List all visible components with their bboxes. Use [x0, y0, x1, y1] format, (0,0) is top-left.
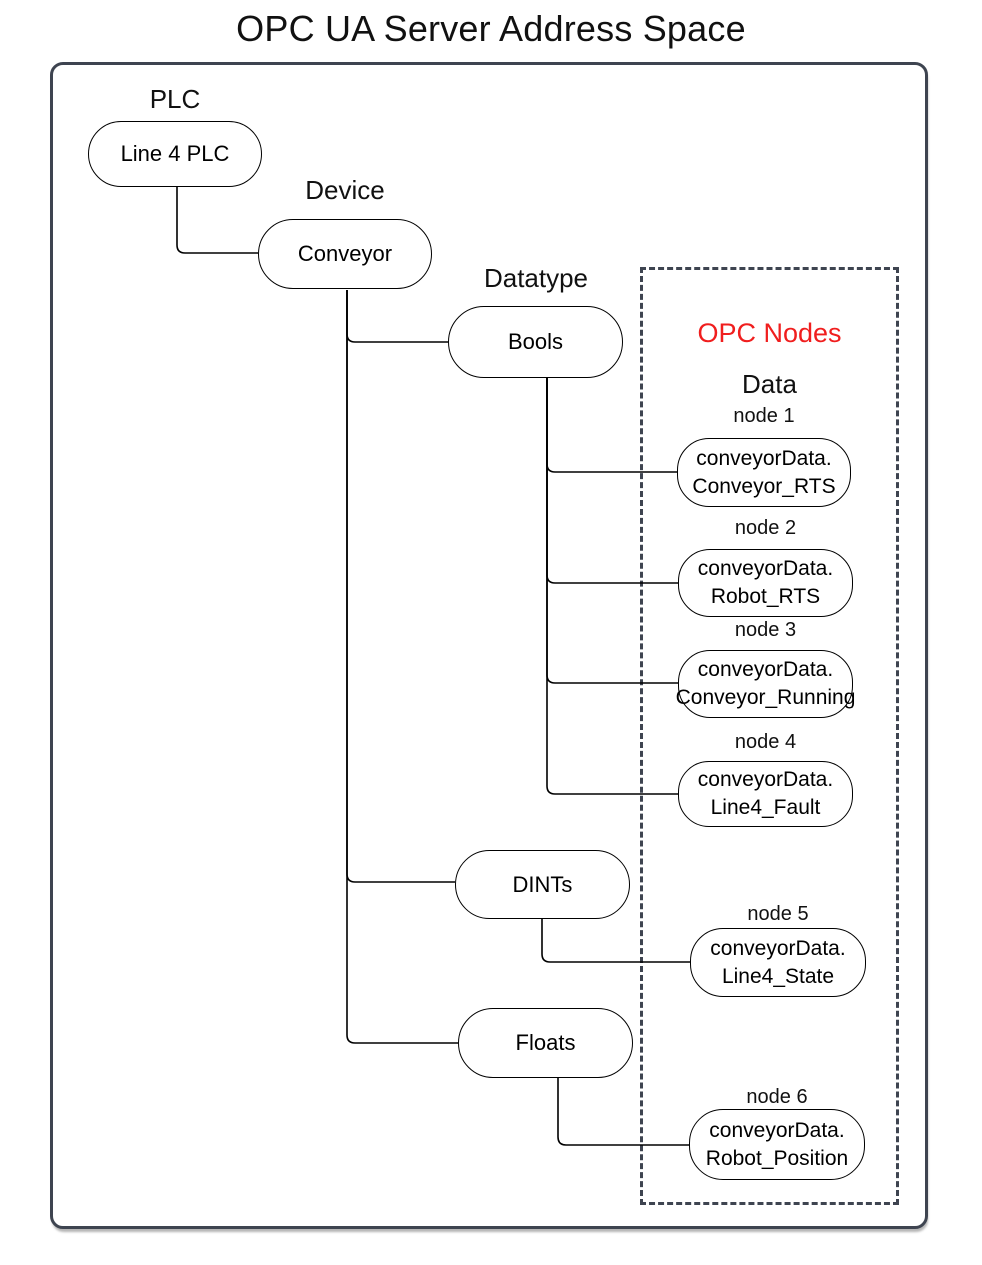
opc-node-3-line1: conveyorData. — [697, 658, 834, 681]
data-level-label: Data — [742, 369, 797, 399]
opc-node-5-line1: conveyorData. — [710, 936, 846, 960]
node-conveyor: Conveyor — [258, 219, 432, 289]
node-bools: Bools — [448, 306, 623, 378]
connector-conveyor-floats — [346, 290, 458, 1044]
opc-node-6-line1: conveyorData. — [709, 1118, 845, 1142]
datatype-level-label: Datatype — [483, 263, 589, 293]
opc-node-3: conveyorData. Conveyor_Running — [675, 650, 856, 718]
opc-node-2-label: node 2 — [734, 517, 797, 539]
node-dints-label: DINTs — [512, 871, 573, 897]
opc-node-6: conveyorData. Robot_Position — [689, 1109, 865, 1180]
opc-node-4: conveyorData. Line4_Fault — [678, 761, 853, 827]
connector-conveyor-bools — [346, 290, 448, 343]
opc-node-6-line2: Robot_Position — [705, 1146, 849, 1170]
opc-node-4-line2: Line4_Fault — [710, 796, 821, 819]
opc-node-6-label: node 6 — [746, 1086, 808, 1108]
opc-node-1: conveyorData. Conveyor_RTS — [677, 438, 851, 507]
opc-node-4-label: node 4 — [734, 731, 797, 753]
opc-node-2-line2: Robot_RTS — [710, 585, 821, 608]
opc-node-3-line2: Conveyor_Running — [675, 686, 856, 709]
opc-node-4-line1: conveyorData. — [697, 768, 834, 791]
connector-bools-node4 — [546, 378, 678, 795]
node-bools-label: Bools — [507, 329, 564, 354]
opc-node-2: conveyorData. Robot_RTS — [678, 549, 853, 617]
diagram-title: OPC UA Server Address Space — [236, 8, 746, 49]
connector-conveyor-dints — [346, 290, 455, 883]
node-line4-plc: Line 4 PLC — [88, 121, 262, 187]
connector-dints-node5 — [541, 919, 690, 963]
opc-node-1-line1: conveyorData. — [696, 446, 832, 470]
opc-nodes-dashed-frame — [640, 267, 899, 1205]
connector-floats-node6 — [557, 1078, 689, 1146]
node-line4-plc-label: Line 4 PLC — [120, 141, 230, 166]
node-floats: Floats — [458, 1008, 633, 1078]
plc-level-label: PLC — [149, 84, 201, 114]
node-dints: DINTs — [455, 850, 630, 919]
connector-plc-conveyor — [176, 187, 258, 254]
node-floats-label: Floats — [515, 1030, 576, 1055]
opc-node-5: conveyorData. Line4_State — [690, 928, 866, 997]
connector-bools-node2 — [546, 378, 678, 584]
opc-nodes-title: OPC Nodes — [697, 318, 842, 348]
opc-node-5-line2: Line4_State — [721, 964, 835, 988]
connector-bools-node3 — [546, 378, 678, 684]
opc-node-5-label: node 5 — [747, 903, 809, 925]
opc-node-2-line1: conveyorData. — [697, 557, 834, 580]
opc-node-1-line2: Conveyor_RTS — [692, 474, 836, 498]
opc-node-1-label: node 1 — [733, 405, 795, 427]
address-space-frame — [50, 62, 928, 1229]
opc-node-3-label: node 3 — [734, 619, 797, 641]
node-conveyor-label: Conveyor — [297, 241, 393, 266]
device-level-label: Device — [305, 175, 385, 205]
